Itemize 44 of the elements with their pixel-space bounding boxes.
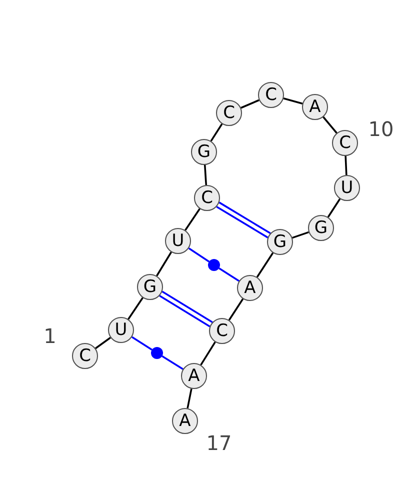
nucleotide-circle: C: [72, 343, 98, 369]
backbone-line: [186, 388, 192, 408]
backbone-line: [228, 298, 244, 321]
dot-icon: [151, 347, 163, 359]
nucleotide-circle: A: [237, 275, 263, 301]
nucleotide-circle: C: [216, 100, 242, 126]
backbone-line: [240, 99, 260, 109]
backbone-line: [128, 297, 144, 320]
nucleotide-circle: G: [267, 229, 293, 255]
nucleotide-circle: U: [165, 228, 191, 254]
base-pair-line: [218, 267, 240, 282]
nucleotide-circle: C: [332, 130, 358, 156]
nucleotide-circle: G: [191, 139, 217, 165]
base-pair-line: [162, 290, 213, 323]
backbone-line: [256, 252, 274, 278]
nucleotide-circle: A: [181, 363, 207, 389]
nucleotide-circle: C: [258, 82, 284, 108]
nucleotide-circle: A: [172, 408, 198, 434]
dot-icon: [208, 259, 220, 271]
nucleotide-circle: C: [209, 318, 235, 344]
backbone-line: [327, 198, 341, 218]
nucleotide-circle: G: [308, 215, 334, 241]
backbone-line: [210, 123, 223, 142]
backbone-line: [204, 164, 208, 186]
backbone-line: [344, 156, 348, 176]
backbone-line: [283, 98, 303, 104]
nucleotide-circle: G: [137, 274, 163, 300]
position-number: 1: [44, 326, 56, 346]
nucleotide-circle: C: [194, 185, 220, 211]
base-pair-line: [188, 247, 210, 262]
backbone-line: [200, 342, 216, 366]
backbone-line: [184, 208, 200, 231]
base-pair-line: [162, 355, 184, 370]
backbone-line: [156, 252, 172, 276]
backbone-line: [322, 116, 338, 134]
nucleotide-circle: A: [302, 94, 328, 120]
base-pair-line: [131, 336, 152, 351]
nucleotide-circle: U: [334, 175, 360, 201]
nucleotide-circle: U: [108, 317, 134, 343]
base-pair-line: [159, 295, 210, 328]
position-number: 10: [368, 119, 394, 139]
position-number: 17: [206, 433, 232, 453]
backbone-line: [95, 336, 111, 350]
backbone-line: [292, 231, 309, 239]
